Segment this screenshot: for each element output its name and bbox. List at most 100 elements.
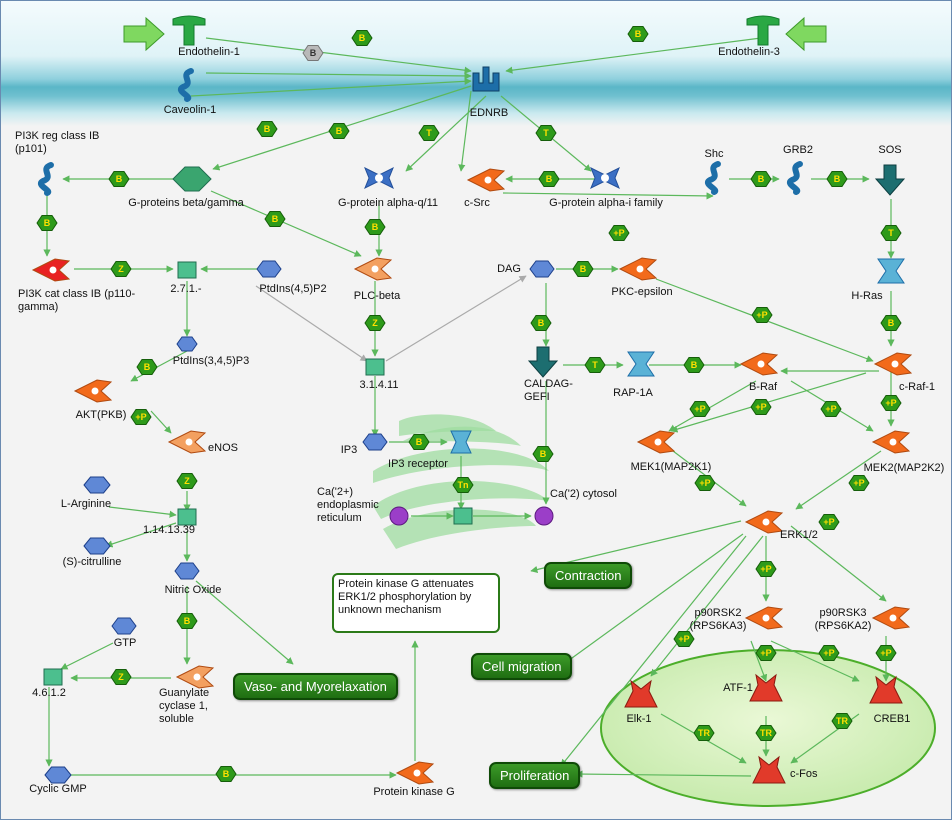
label-nitric-oxide: Nitric Oxide [164,584,222,596]
caldag-gefi-node [527,346,559,378]
ip3-node [362,433,388,451]
pathway-edge [795,450,882,510]
creb1-node [869,675,903,704]
svg-text:B: B [540,449,547,459]
svg-text:B: B [310,48,317,58]
badge-catalysis: Z [176,473,198,489]
svg-text:B: B [416,437,423,447]
badge-binding: B [538,171,560,187]
ca-er-node [389,506,409,526]
badge-activation: +P [880,395,902,411]
badge-binding: B [264,211,286,227]
svg-text:+P: +P [760,648,771,658]
ptdins-3-4-5-p3-node [176,336,198,352]
process-proliferation[interactable]: Proliferation [489,762,581,789]
svg-text:B: B [372,222,379,232]
pathway-edge [770,640,860,682]
badge-transcription: TR [831,713,853,729]
pathway-edge [205,37,472,74]
pathway-edge [130,350,188,382]
label-dag: DAG [497,263,521,275]
gtp-node [111,617,137,635]
label-pkc-epsilon: PKC-epsilon [611,286,673,298]
label-endothelin-3: Endothelin-3 [718,46,780,58]
label-ednrb: EDNRB [469,107,509,119]
pathway-edge [195,580,294,665]
atf-1-node [749,673,783,702]
shc-node [705,161,721,195]
svg-text:Z: Z [184,476,190,486]
badge-transcription: TR [693,725,715,741]
label-s-citrulline: (S)-citrulline [62,556,122,568]
pathway-edge [790,525,887,602]
pathway-edge [385,275,527,362]
pathway-edge [650,535,764,677]
svg-text:Z: Z [372,318,378,328]
svg-text:B: B [635,29,642,39]
endothelin-1-inflow-arrow [123,16,165,52]
pathway-edge [405,95,487,172]
dag-node [529,260,555,278]
badge-activation: +P [848,475,870,491]
pathway-edge [668,380,757,432]
label-atf-1: ATF-1 [723,682,753,694]
pathway-edge [560,533,744,667]
pathway-edge [750,640,768,682]
badge-binding: B [36,215,58,231]
label-c-fos: c-Fos [790,768,818,780]
svg-text:B: B [691,360,698,370]
label-erk1-2: ERK1/2 [780,529,818,541]
svg-text:T: T [592,360,598,370]
badge-binding: B [880,315,902,331]
label-p90rsk2: p90RSK2 (RPS6KA3) [689,607,747,632]
badge-activation: +P [818,514,840,530]
label-grb2: GRB2 [783,144,813,156]
svg-text:B: B [184,616,191,626]
pathway-edge [505,37,762,74]
enzyme-3-1-4-11-node [365,358,385,376]
badge-binding: B [364,219,386,235]
badge-activation: +P [875,645,897,661]
badge-activation: +P [751,307,773,323]
c-fos-node [752,755,786,784]
label-g-proteins-beta-gamma: G-proteins beta/gamma [128,197,244,209]
badge-binding: B [351,30,373,46]
label-g-protein-alpha-i: G-protein alpha-i family [549,197,663,209]
svg-text:B: B [144,362,151,372]
svg-text:B: B [834,174,841,184]
label-pi3k-reg: PI3K reg class IB (p101) [15,130,100,155]
endothelin-3-node [746,15,780,46]
svg-text:B: B [336,126,343,136]
process-contraction[interactable]: Contraction [544,562,633,589]
svg-text:+P: +P [823,648,834,658]
cyclic-gmp-node [44,766,72,784]
ptdins-4-5-p2-node [256,260,282,278]
badge-binding: B [408,434,430,450]
pathway-edge [560,535,747,767]
badge-binding: B [256,121,278,137]
badge-binding: B [532,446,554,462]
svg-text:+P: +P [694,404,705,414]
process-vaso-myorelaxation[interactable]: Vaso- and Myorelaxation [233,673,398,700]
label-gtp: GTP [113,637,137,649]
badge-binding: B [328,123,350,139]
label-plc-beta: PLC-beta [353,290,401,302]
endoplasmic-reticulum-fold [399,414,496,436]
pathway-edge [502,192,714,200]
badge-catalysis: Z [364,315,386,331]
badge-transcription: TR [755,725,777,741]
label-endothelin-1: Endothelin-1 [178,46,240,58]
svg-text:T: T [888,228,894,238]
badge-transformation: T [584,357,606,373]
label-enos: eNOS [208,442,238,454]
badge-activation: +P [818,645,840,661]
process-cell-migration[interactable]: Cell migration [471,653,573,680]
label-h-ras: H-Ras [851,290,883,302]
svg-text:B: B [264,124,271,134]
badge-activation: +P [755,645,777,661]
endothelin-3-inflow-arrow [785,16,827,52]
svg-text:+P: +P [755,402,766,412]
elk-1-node [624,679,658,708]
